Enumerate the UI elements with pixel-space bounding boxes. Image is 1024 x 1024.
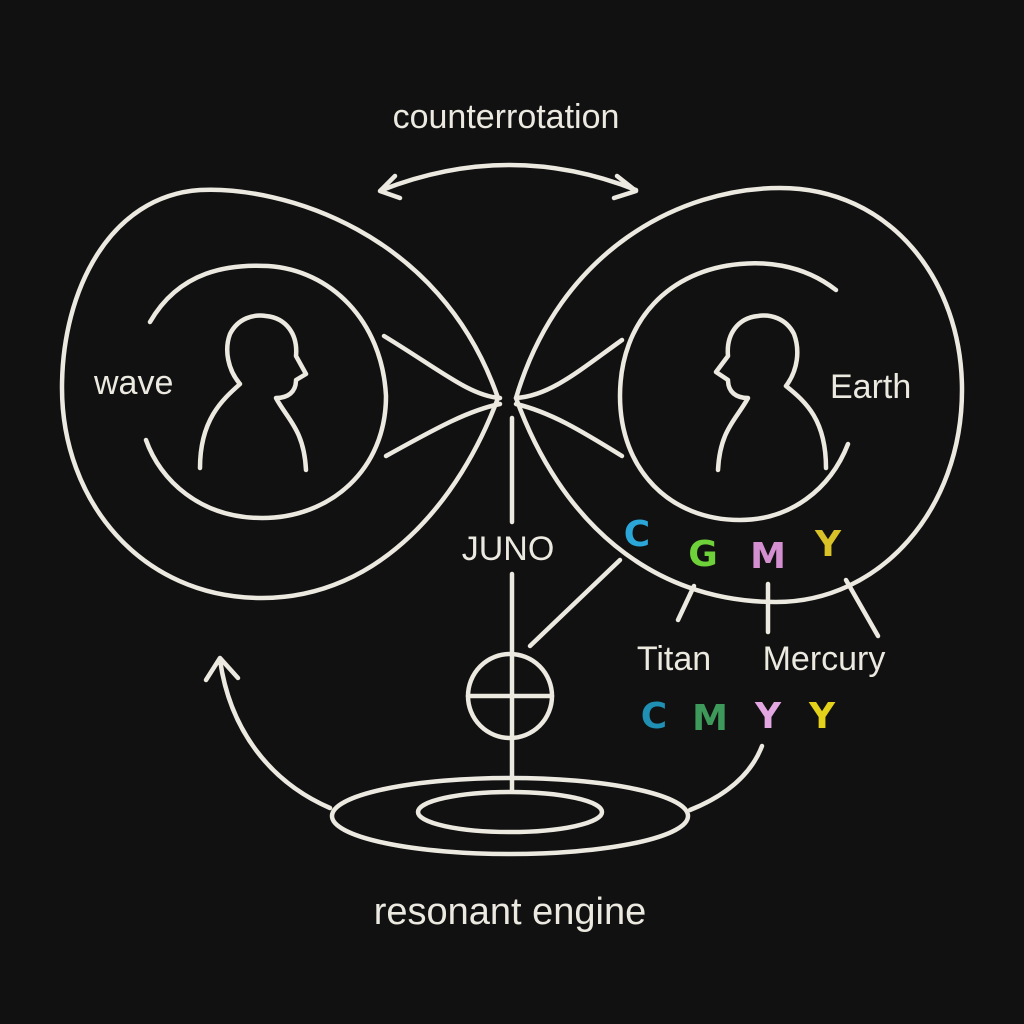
right-person-icon	[713, 313, 829, 473]
right-outer-circle	[513, 185, 965, 605]
wave-label: wave	[93, 364, 173, 402]
crossed-circle-icon	[465, 651, 555, 741]
letter-c-top: C	[624, 514, 650, 555]
right-inner-circle	[617, 261, 851, 523]
mercury-label: Mercury	[763, 640, 886, 678]
engine-loop-arrow	[203, 655, 333, 811]
letter-g-top: G	[688, 534, 718, 575]
letter-y-top: Y	[814, 524, 842, 565]
letter-m-bottom: M	[692, 698, 728, 739]
engine-return-curve	[687, 743, 765, 813]
left-funnel-lines	[381, 333, 503, 459]
letter-y-bottom-2: Y	[808, 696, 836, 737]
letters-top-row: C G M Y	[624, 514, 842, 577]
earth-label: Earth	[830, 368, 911, 406]
counterrotation-label: counterrotation	[393, 98, 620, 136]
counterrotation-arrow	[377, 162, 639, 201]
letter-m-top: M	[750, 536, 786, 577]
engine-outer-ellipse	[329, 775, 691, 857]
right-funnel-lines	[513, 337, 625, 459]
engine-inner-ellipse	[415, 789, 605, 835]
letter-connector-lines	[675, 577, 881, 639]
juno-label: JUNO	[462, 530, 555, 568]
left-outer-circle	[59, 187, 501, 601]
left-person-icon	[197, 313, 309, 473]
left-inner-circle	[143, 263, 389, 521]
letter-y-bottom-1: Y	[754, 696, 782, 737]
connector-line	[527, 557, 623, 649]
resonant-engine-label: resonant engine	[374, 891, 647, 933]
letters-bottom-row: C M Y Y	[641, 696, 836, 739]
titan-label: Titan	[637, 640, 711, 678]
letter-c-bottom: C	[641, 696, 667, 737]
